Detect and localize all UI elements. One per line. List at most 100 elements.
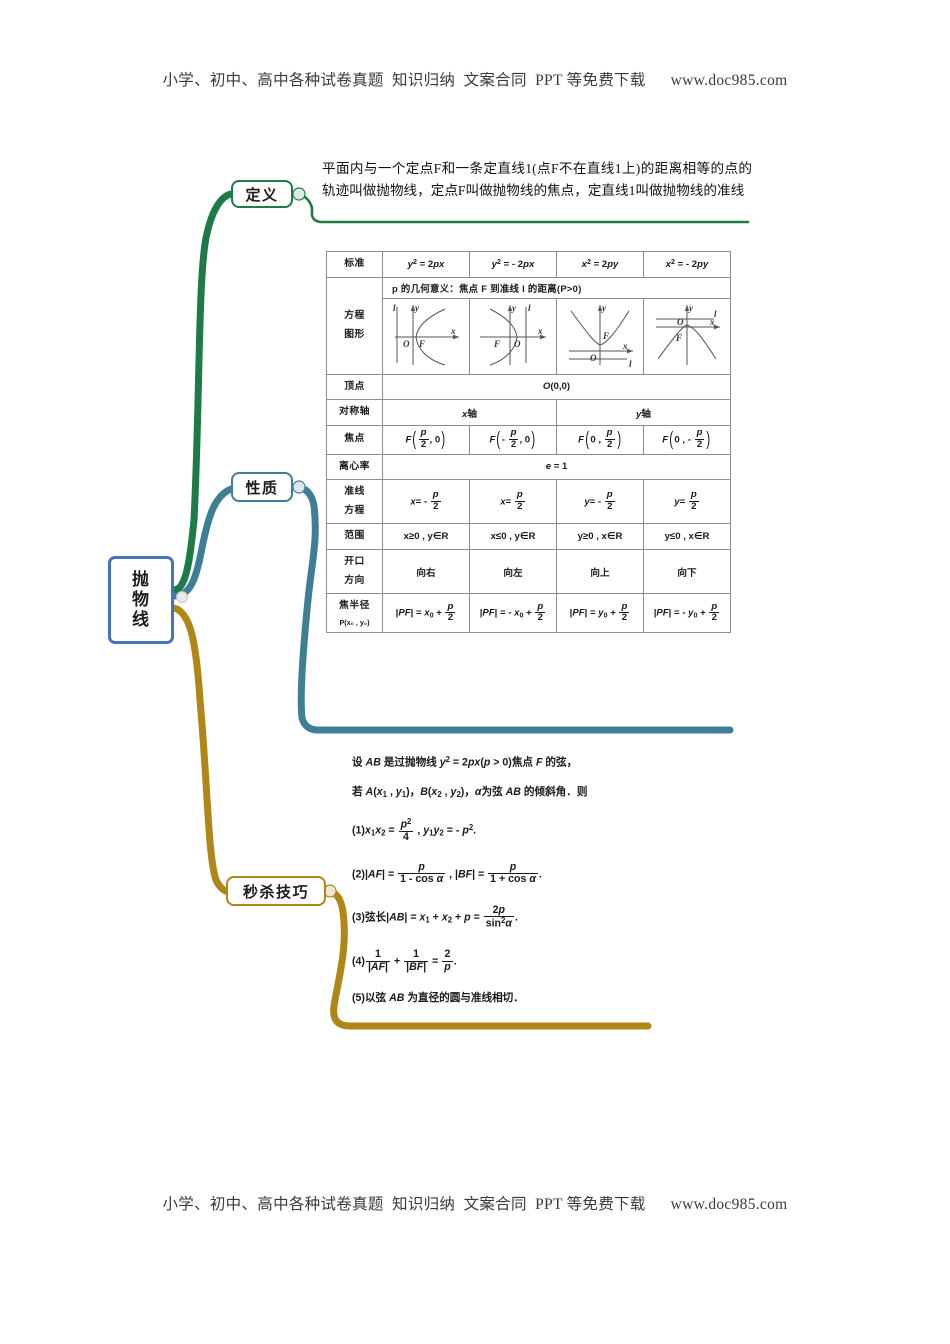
svg-text:x: x: [709, 317, 715, 327]
cell-opening-4: 向下: [643, 548, 731, 595]
table-row-vertex: 顶点 O(0,0): [326, 373, 731, 401]
cell-graph-left-opening: l y x O F: [469, 297, 557, 375]
parabola-properties-table: 标准 y2 = 2px y2 = - 2px x2 = 2py x2 = - 2…: [326, 251, 731, 634]
cell-graph-up-opening: y x O F l: [556, 297, 644, 375]
cell-standard-2: y2 = - 2px: [469, 251, 557, 278]
node-connector-dot-properties: [292, 480, 306, 494]
cell-opening-2: 向左: [469, 548, 557, 595]
cell-standard-1: y2 = 2px: [382, 251, 470, 278]
svg-text:O: O: [403, 339, 410, 349]
svg-text:F: F: [675, 333, 682, 343]
definition-paragraph: 平面内与一个定点F和一条定直线1(点F不在直线1上)的距离相等的点的轨迹叫做抛物…: [322, 161, 752, 199]
cell-range-2: x≤0 , y∈R: [469, 523, 557, 550]
table-row-p-meaning: 方程 图形 p 的几何意义：焦点 F 到准线 l 的距离(P>0): [326, 276, 731, 375]
svg-text:O: O: [677, 317, 684, 327]
row-label-eccentricity: 离心率: [326, 453, 383, 481]
mindmap-node-properties[interactable]: 性质: [231, 472, 293, 502]
root-char-1: 抛: [132, 569, 150, 589]
row-label-focal-radius-main: 焦半径: [339, 600, 370, 612]
row-label-graph: 方程 图形: [326, 276, 383, 375]
mindmap-node-definition[interactable]: 定义: [231, 180, 293, 208]
tips-item-5: (5)以弦 AB 为直径的圆与准线相切．: [352, 991, 524, 1004]
svg-text:l: l: [714, 309, 717, 319]
cell-standard-3: x2 = 2py: [556, 251, 644, 278]
table-row-opening: 开口 方向 向右 向左 向上 向下: [326, 548, 731, 595]
cell-axis-y: y轴: [556, 399, 731, 426]
table-row-eccentricity: 离心率 e = 1: [326, 453, 731, 481]
row-label-vertex: 顶点: [326, 373, 383, 401]
svg-text:l: l: [528, 303, 531, 313]
row-label-opening: 开口 方向: [326, 548, 383, 595]
branch-path-properties: [170, 485, 235, 600]
parabola-graph-down: y x O F l: [656, 303, 720, 365]
tips-intro-line-2: 若 A(x1 , y1)，B(x2 , y2)，α为弦 AB 的倾斜角．则: [352, 786, 588, 800]
row-label-opening-line2: 方向: [344, 574, 365, 586]
svg-text:l: l: [629, 359, 632, 369]
cell-graph-right-opening: l y x O F: [382, 297, 470, 375]
parabola-graph-right: l y x O F: [393, 303, 459, 366]
parabola-graph-left: l y x O F: [480, 303, 546, 366]
table-row-range: 范围 x≥0 , y∈R x≤0 , y∈R y≥0 , x∈R y≤0 , x…: [326, 523, 731, 550]
svg-text:x: x: [622, 341, 628, 351]
svg-text:y: y: [414, 303, 420, 313]
table-row-axis: 对称轴 x轴 y轴: [326, 399, 731, 426]
cell-p-meaning: p 的几何意义：焦点 F 到准线 l 的距离(P>0): [382, 276, 731, 299]
svg-text:F: F: [418, 339, 425, 349]
branch-path-definition: [170, 190, 235, 594]
cell-eccentricity-value: e = 1: [382, 453, 731, 481]
parabola-graph-up: y x O F l: [569, 303, 633, 369]
row-label-focal-radius-sub: P(x₀ , y₀): [339, 617, 370, 627]
tips-formula-block: 设 AB 是过抛物线 y2 = 2px(p > 0)焦点 F 的弦， 若 A(x…: [352, 756, 682, 1003]
svg-text:O: O: [590, 353, 597, 363]
watermark-bottom: 小学、初中、高中各种试卷真题 知识归纳 文案合同 PPT 等免费下载 www.d…: [162, 1196, 788, 1213]
svg-text:x: x: [537, 326, 543, 336]
root-char-2: 物: [132, 589, 150, 609]
cell-range-3: y≥0 , x∈R: [556, 523, 644, 550]
row-label-graph-line2: 图形: [344, 328, 365, 340]
root-char-3: 线: [132, 610, 150, 630]
row-label-graph-line1: 方程: [344, 310, 365, 321]
table-row-standard: 标准 y2 = 2px y2 = - 2px x2 = 2py x2 = - 2…: [326, 251, 731, 278]
svg-text:y: y: [601, 303, 607, 313]
row-label-range: 范围: [326, 523, 383, 550]
row-label-directrix-line2: 方程: [344, 504, 365, 516]
branch-path-tips: [170, 604, 235, 896]
cell-graph-down-opening: y x O F l: [643, 297, 731, 375]
mindmap-node-tips[interactable]: 秒杀技巧: [226, 876, 326, 906]
svg-text:F: F: [493, 339, 500, 349]
svg-text:O: O: [514, 339, 521, 349]
row-label-directrix-line1: 准线: [344, 486, 365, 498]
row-label-axis: 对称轴: [326, 399, 383, 426]
svg-text:l: l: [393, 303, 396, 313]
row-label-focus: 焦点: [326, 424, 383, 455]
table-row-graphs: l y x O F: [327, 297, 731, 375]
node-connector-dot-root: [176, 591, 188, 603]
cell-vertex-value: O(0,0): [382, 373, 731, 401]
mindmap-root-node[interactable]: 抛 物 线: [108, 556, 174, 644]
cell-opening-3: 向上: [556, 548, 644, 595]
svg-text:y: y: [511, 303, 517, 313]
row-label-focal-radius: 焦半径 P(x₀ , y₀): [326, 593, 383, 634]
cell-opening-1: 向右: [382, 548, 470, 595]
cell-range-4: y≤0 , x∈R: [643, 523, 731, 550]
watermark-top: 小学、初中、高中各种试卷真题 知识归纳 文案合同 PPT 等免费下载 www.d…: [162, 72, 788, 89]
